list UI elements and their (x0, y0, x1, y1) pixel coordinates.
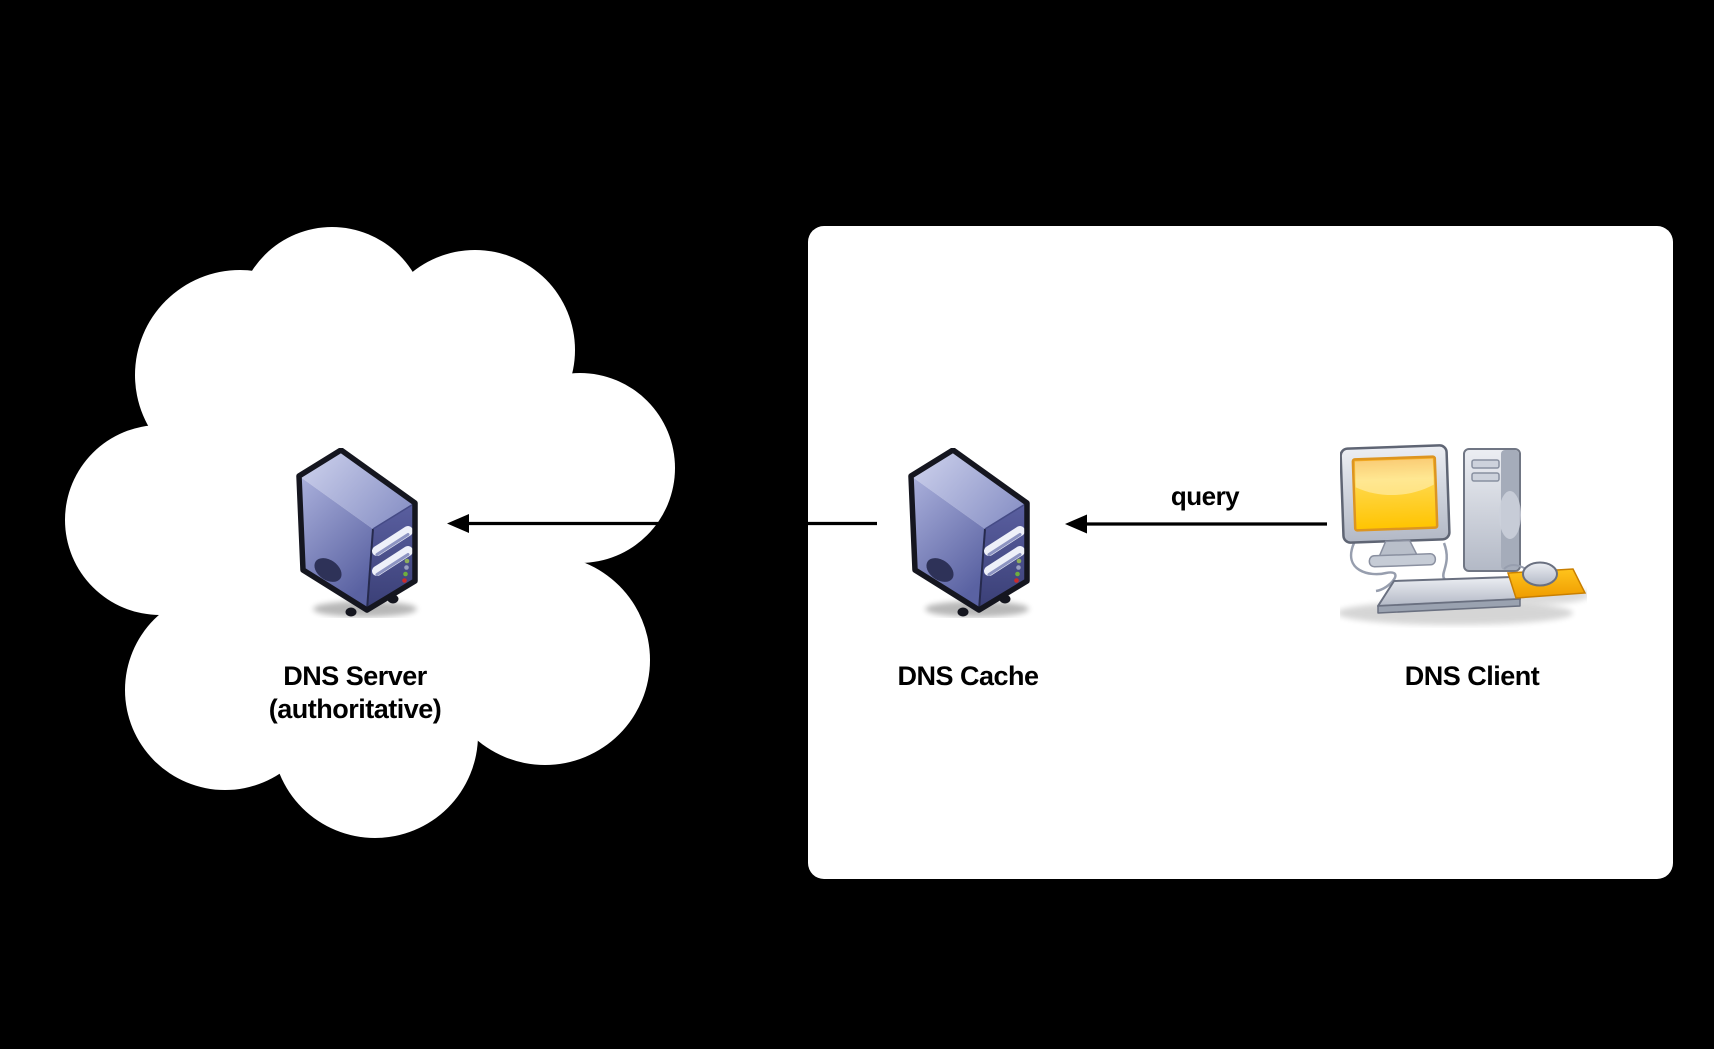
dns-server-label-line2: (authoritative) (268, 694, 442, 724)
query-edge-label: query (1170, 481, 1240, 511)
dns-client-label: DNS Client (1404, 661, 1540, 691)
dns-cache-icon (907, 448, 1035, 618)
dns-client-icon (1340, 443, 1587, 628)
dns-server-label: DNS Server (authoritative) (205, 660, 505, 726)
dns-cache-label: DNS Cache (897, 661, 1039, 691)
dns-server-icon (295, 448, 423, 618)
dns-server-label-line1: DNS Server (283, 661, 427, 691)
